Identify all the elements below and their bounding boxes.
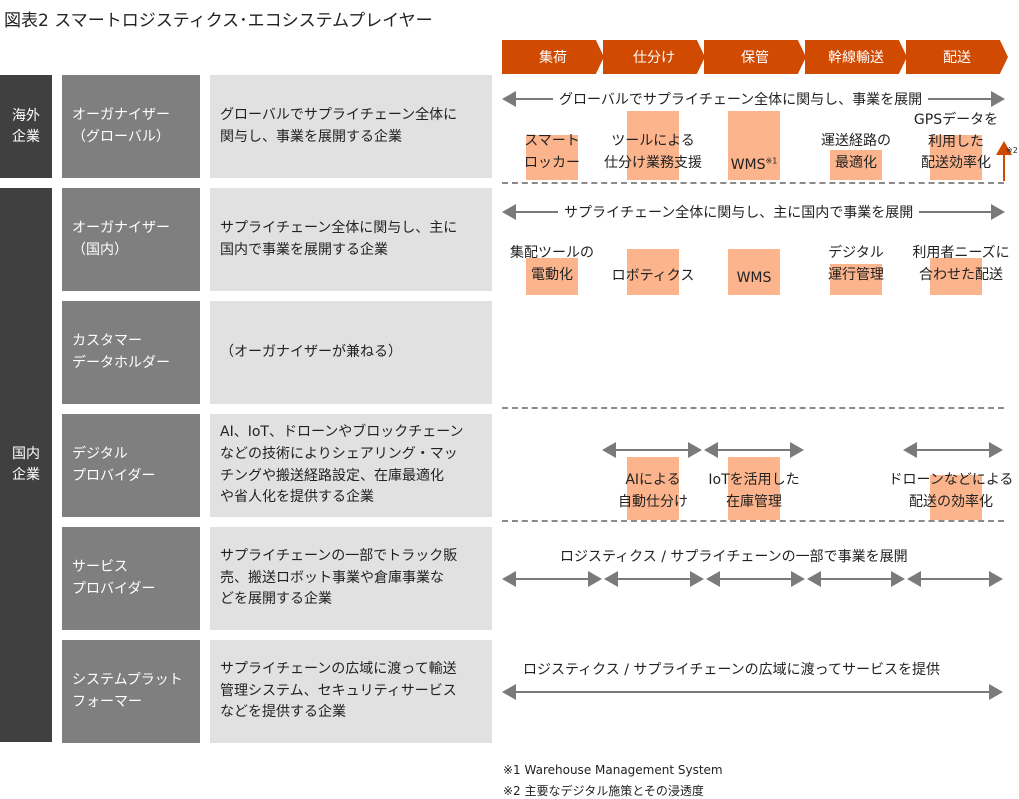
stage-sorting: 仕分け — [603, 40, 705, 74]
role-digital-provider: デジタル プロバイダー — [62, 414, 200, 517]
highlight-box — [728, 249, 780, 295]
item-drone-delivery: ドローンなどによる 配送の効率化 — [888, 472, 1014, 510]
highlight-box — [728, 111, 780, 180]
span-label: グローバルでサプライチェーン全体に関与し、事業を展開 — [553, 89, 929, 109]
item-sorting-support: ツールによる 仕分け業務支援 — [604, 133, 702, 171]
wms-label: WMS — [730, 157, 766, 173]
item-robotics: ロボティクス — [611, 268, 695, 284]
item-needs-delivery: 利用者ニーズに 合わせた配送 — [912, 245, 1010, 283]
role-customer-data-holder: カスタマー データホルダー — [62, 301, 200, 404]
figure-title: 図表2 スマートロジスティクス･エコシステムプレイヤー — [4, 11, 433, 31]
highlight-box — [526, 258, 578, 295]
highlight-box — [830, 264, 882, 295]
footnote-2: ※2 主要なデジタル施策とその浸透度 — [503, 784, 704, 798]
item-gps-delivery: GPSデータを 利用した 配送効率化 — [913, 112, 999, 172]
stage-collection: 集荷 — [502, 40, 604, 74]
stage-storage: 保管 — [704, 40, 806, 74]
item-ai-sorting: AIによる 自動仕分け — [618, 472, 688, 510]
divider — [502, 520, 1004, 522]
role-system-platformer: システムプラット フォーマー — [62, 640, 200, 743]
highlight-box — [728, 457, 780, 520]
divider — [502, 182, 1004, 184]
desc-digital-provider: AI、IoT、ドローンやブロックチェーン などの技術によりシェアリング・マッ チ… — [210, 414, 492, 517]
category-domestic: 国内 企業 — [0, 188, 52, 742]
desc-organizer-global: グローバルでサプライチェーン全体に 関与し、事業を展開する企業 — [210, 75, 492, 178]
role-organizer-domestic: オーガナイザー （国内） — [62, 188, 200, 291]
highlight-box — [627, 111, 679, 180]
desc-organizer-domestic: サプライチェーン全体に関与し、主に 国内で事業を展開する企業 — [210, 188, 492, 291]
highlight-box — [526, 135, 578, 180]
span-label: ロジスティクス / サプライチェーンの一部で事業を展開 — [554, 546, 914, 566]
role-organizer-global: オーガナイザー （グローバル） — [62, 75, 200, 178]
item-electrification: 集配ツールの 電動化 — [510, 245, 594, 283]
role-service-provider: サービス プロバイダー — [62, 527, 200, 630]
category-overseas: 海外 企業 — [0, 75, 52, 178]
item-wms-global: WMS※1 — [694, 155, 814, 177]
footnote-1: ※1 Warehouse Management System — [503, 763, 723, 777]
item-digital-operation: デジタル 運行管理 — [828, 245, 884, 283]
footnote-mark-2: ※2 — [1006, 146, 1018, 155]
highlight-box — [627, 249, 679, 295]
desc-customer-data-holder: （オーガナイザーが兼ねる） — [210, 301, 492, 404]
desc-system-platformer: サプライチェーンの広域に渡って輸送 管理システム、セキュリティサービス などを提… — [210, 640, 492, 743]
highlight-box — [930, 258, 982, 295]
stage-trunk-transport: 幹線輸送 — [805, 40, 907, 74]
highlight-box — [930, 475, 982, 520]
desc-service-provider: サプライチェーンの一部でトラック販 売、搬送ロボット事業や倉庫事業な どを展開す… — [210, 527, 492, 630]
item-route-optimization: 運送経路の 最適化 — [821, 133, 891, 171]
stage-delivery: 配送 — [906, 40, 1008, 74]
footnote-mark-1: ※1 — [765, 156, 778, 166]
divider — [502, 407, 1004, 409]
item-smart-locker: スマート ロッカー — [524, 133, 580, 171]
highlight-box — [930, 135, 982, 180]
highlight-box — [830, 150, 882, 180]
highlight-box — [627, 457, 679, 520]
item-iot-inventory: IoTを活用した 在庫管理 — [708, 472, 800, 510]
item-wms-domestic: WMS — [736, 270, 772, 286]
span-label: ロジスティクス / サプライチェーンの広域に渡ってサービスを提供 — [517, 659, 946, 679]
span-label: サプライチェーン全体に関与し、主に国内で事業を展開 — [558, 202, 920, 222]
